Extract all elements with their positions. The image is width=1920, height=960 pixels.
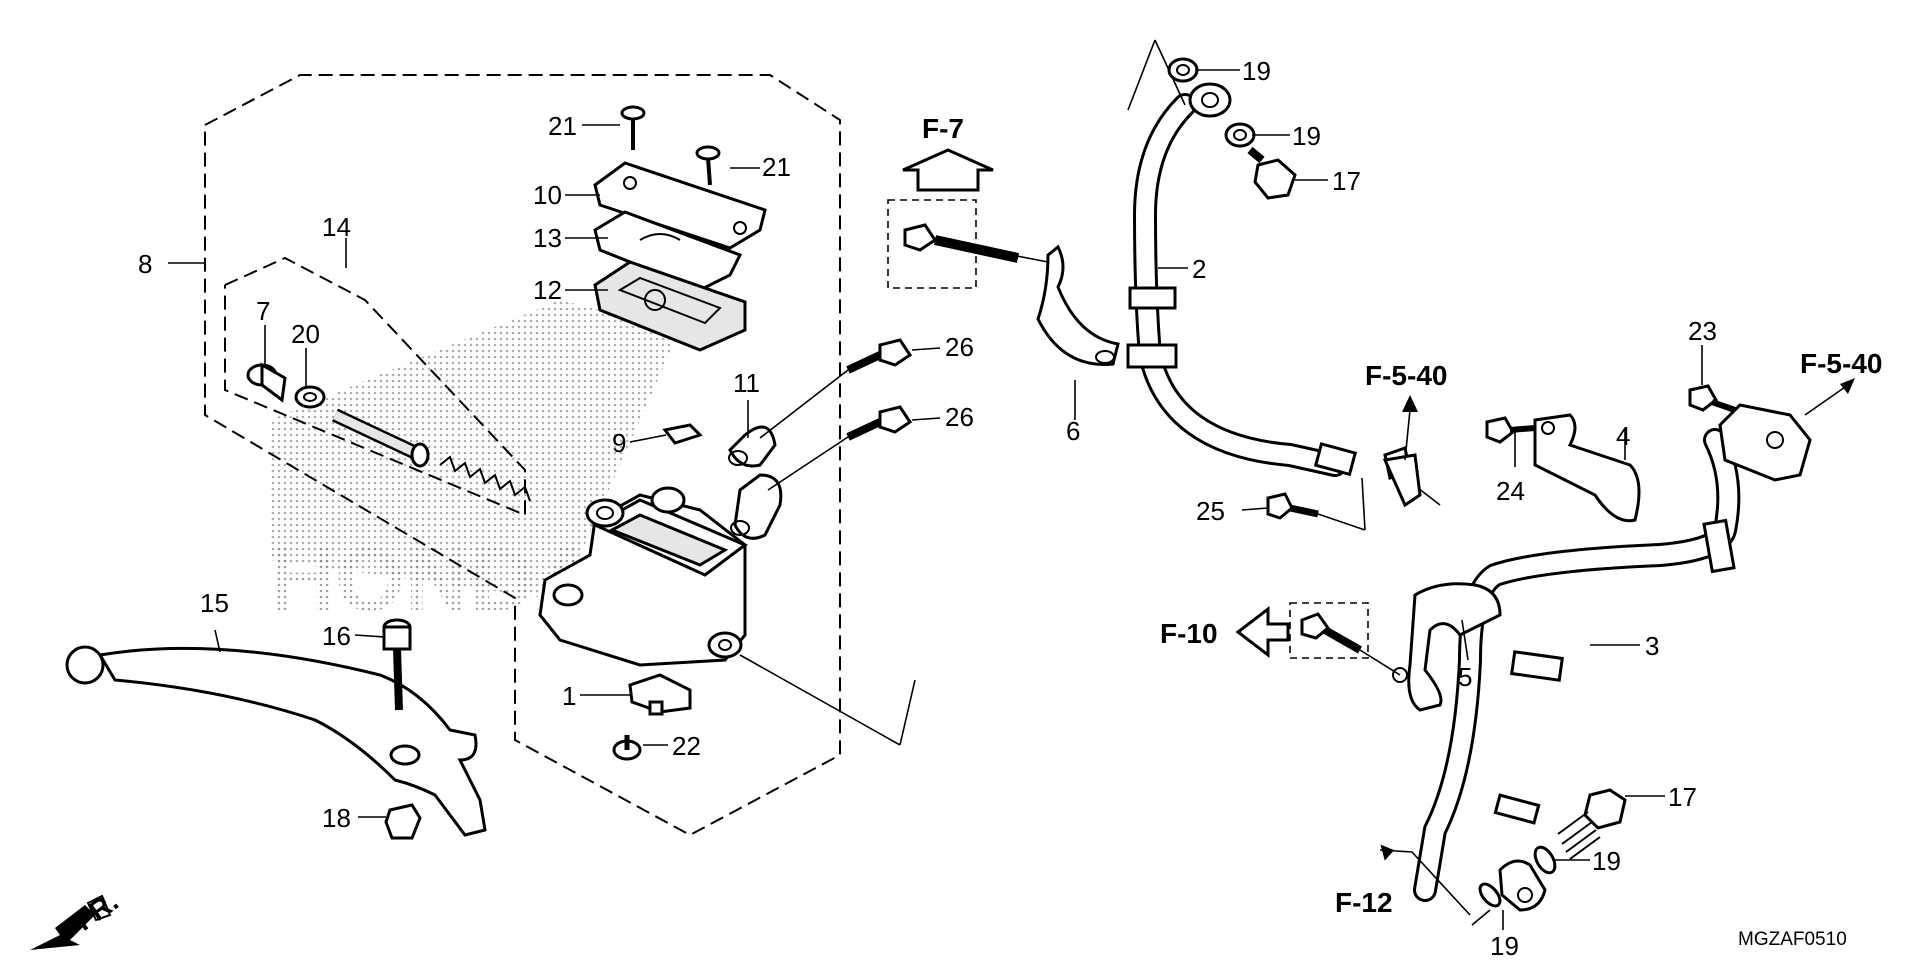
f540b-lead	[1804, 384, 1849, 416]
oil-bolt-17b	[1557, 788, 1627, 860]
screw-22	[612, 735, 642, 761]
oil-bolt-17a	[1247, 146, 1297, 200]
brake-hose-upper	[1126, 93, 1412, 480]
callout-13: 13	[533, 223, 562, 253]
bolt-26b	[846, 405, 913, 441]
brake-hose-lower	[1413, 428, 1741, 902]
bolt-26a	[846, 338, 913, 374]
callout-17b: 17	[1668, 782, 1697, 812]
washer-19b	[1224, 122, 1256, 148]
clip	[662, 423, 703, 445]
brake-switch	[628, 673, 692, 716]
callout-9: 9	[612, 428, 626, 458]
clamp-6	[1036, 244, 1120, 366]
brake-lever	[65, 645, 487, 837]
banjo-fitting-upper	[1188, 82, 1232, 118]
callout-2: 2	[1192, 254, 1206, 284]
callout-14: 14	[322, 212, 351, 242]
washer-19a	[1167, 57, 1199, 83]
ref-f540-left: F-5-40	[1365, 360, 1447, 391]
screw-21a	[620, 105, 646, 150]
oring-20	[294, 385, 326, 409]
washer-19d	[1478, 882, 1502, 908]
callout-4: 4	[1616, 421, 1630, 451]
f540b-arrow	[1840, 378, 1855, 394]
callout-5: 5	[1458, 662, 1472, 692]
callout-16: 16	[322, 621, 351, 651]
bolt-23	[1688, 384, 1736, 413]
callout-11: 11	[733, 368, 760, 398]
f540a-lead	[1404, 409, 1411, 461]
f540a-arrow	[1402, 395, 1418, 412]
ref-f540-right: F-5-40	[1800, 348, 1882, 379]
bolt-f7-lead	[974, 247, 1049, 263]
hose-guide	[1382, 453, 1441, 508]
banjo-fitting-lower	[1498, 859, 1547, 912]
callout-23: 23	[1688, 316, 1717, 346]
piston	[332, 408, 430, 468]
callout-19a: 19	[1242, 56, 1271, 86]
f12-arrow	[1380, 844, 1395, 861]
pivot-bolt	[382, 618, 412, 711]
callout-1: 1	[562, 681, 576, 711]
bolt-26b-lead	[767, 436, 849, 491]
callout-8: 8	[138, 249, 152, 279]
callout-19d: 19	[1490, 931, 1519, 960]
diaphragm	[593, 260, 747, 352]
hose-upper-break	[1127, 39, 1156, 111]
cap-plate	[593, 210, 743, 292]
callout-18: 18	[322, 803, 351, 833]
front-direction-arrow	[30, 894, 112, 950]
ref-f12: F-12	[1335, 887, 1393, 918]
callout-15: 15	[200, 588, 229, 618]
callout-12: 12	[533, 275, 562, 305]
bolt-24	[1485, 416, 1536, 444]
f10-dashed-box	[1289, 602, 1369, 659]
ref-f7: F-7	[922, 113, 964, 144]
bolt-26a-lead	[759, 369, 849, 439]
callout-19c: 19	[1592, 846, 1621, 876]
bolt-f10-lead	[1359, 649, 1401, 676]
callout-24: 24	[1496, 476, 1525, 506]
callout-26b: 26	[945, 402, 974, 432]
callout-26a: 26	[945, 332, 974, 362]
clamp-5	[1392, 582, 1502, 712]
leader-lines	[168, 69, 1703, 930]
callout-17a: 17	[1332, 166, 1361, 196]
callout-20: 20	[291, 319, 320, 349]
body-banjo-break	[899, 679, 916, 746]
callout-19b: 19	[1292, 121, 1321, 151]
bolt-25-lead-2	[1361, 477, 1366, 531]
washer-19c	[1533, 845, 1557, 875]
kit-boundary-14	[224, 256, 526, 517]
bolt-f10	[1300, 612, 1362, 654]
bolt-25-lead	[1317, 513, 1366, 531]
reservoir-cap	[593, 161, 767, 250]
boot-7	[246, 362, 287, 403]
bracket-4	[1533, 413, 1641, 523]
f7-arrow	[902, 148, 994, 192]
body-banjo-lead	[739, 654, 901, 746]
callout-6: 6	[1066, 416, 1080, 446]
screw-21b	[695, 145, 721, 186]
spring	[439, 455, 531, 502]
callout-21b: 21	[762, 152, 791, 182]
callout-25: 25	[1196, 496, 1225, 526]
callout-3: 3	[1645, 631, 1659, 661]
diagram-code: MGZAF0510	[1738, 929, 1847, 950]
holder	[728, 425, 783, 540]
nut	[384, 803, 422, 840]
joint-bracket	[1718, 403, 1812, 482]
callout-10: 10	[533, 180, 562, 210]
washer-19d-lead-a	[1471, 909, 1491, 926]
callout-7: 7	[256, 296, 270, 326]
callout-21a: 21	[548, 111, 577, 141]
bolt-25	[1266, 492, 1319, 520]
master-cylinder-body	[538, 486, 748, 667]
f10-arrow	[1235, 605, 1290, 659]
assembly-boundary-8	[204, 74, 841, 837]
ref-f10: F-10	[1160, 618, 1218, 649]
callout-22: 22	[672, 731, 701, 761]
